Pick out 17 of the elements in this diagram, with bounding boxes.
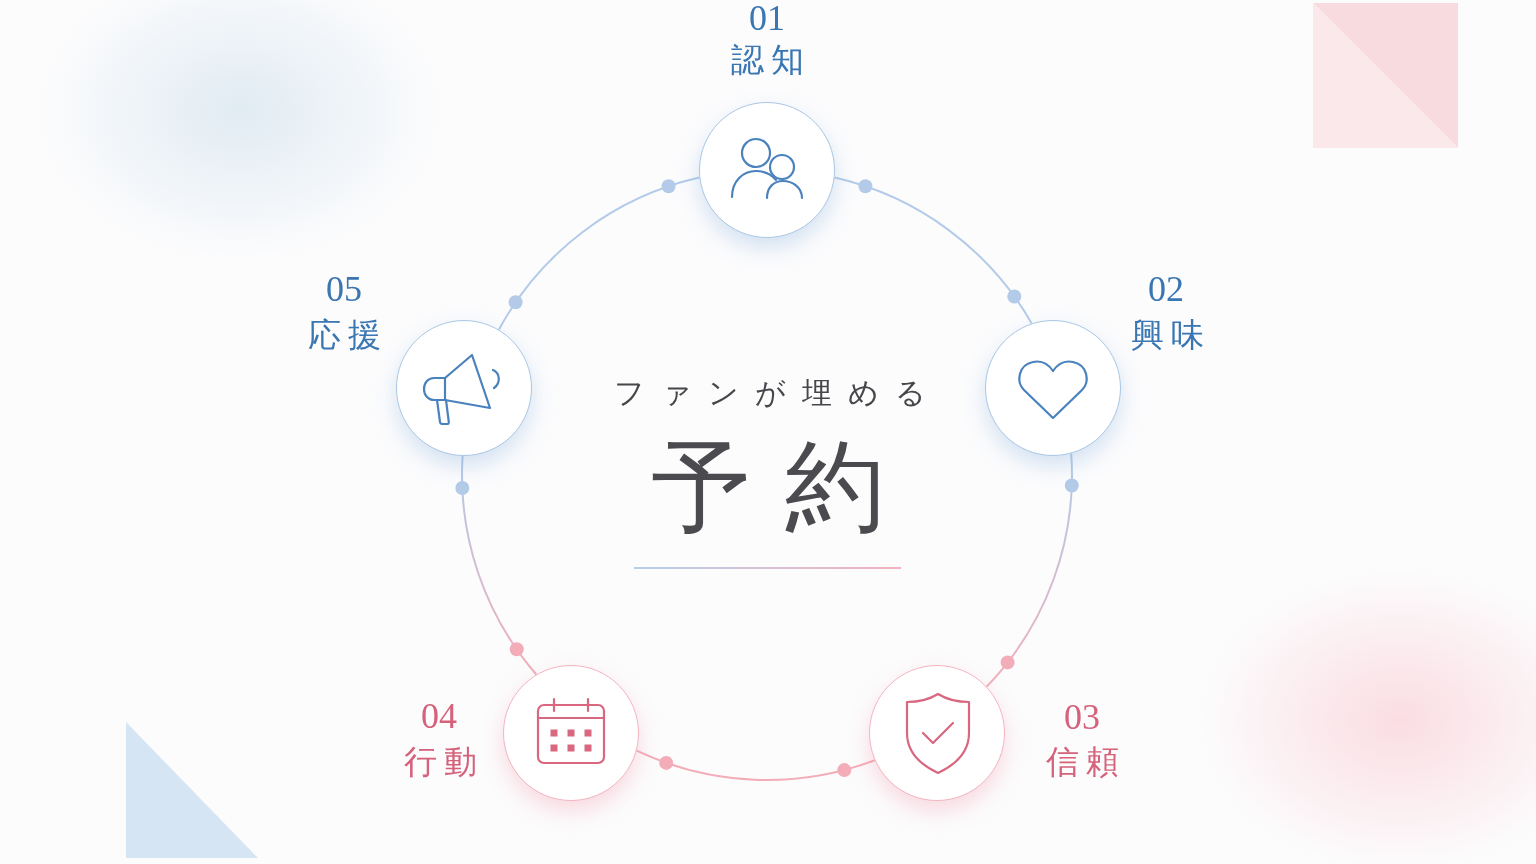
step-label: 行動 [403, 745, 477, 779]
step-label: 応援 [307, 318, 381, 352]
ring-arc [985, 452, 1073, 688]
step-label: 興味 [1130, 318, 1204, 352]
step-number: 03 [1064, 699, 1100, 735]
step-number: 05 [326, 271, 362, 307]
step-label: 信頼 [1045, 745, 1119, 779]
step-label: 認知 [730, 43, 804, 77]
ring-arc [461, 455, 538, 676]
ring-arc [635, 749, 876, 781]
headline-text: 予約 [651, 438, 885, 538]
step-number: 04 [421, 698, 457, 734]
ring-arc [833, 176, 1033, 325]
ring-arc [497, 176, 701, 331]
step-number: 02 [1148, 271, 1184, 307]
tagline-text: ファンが埋める [614, 378, 926, 408]
step-number: 01 [749, 0, 785, 36]
